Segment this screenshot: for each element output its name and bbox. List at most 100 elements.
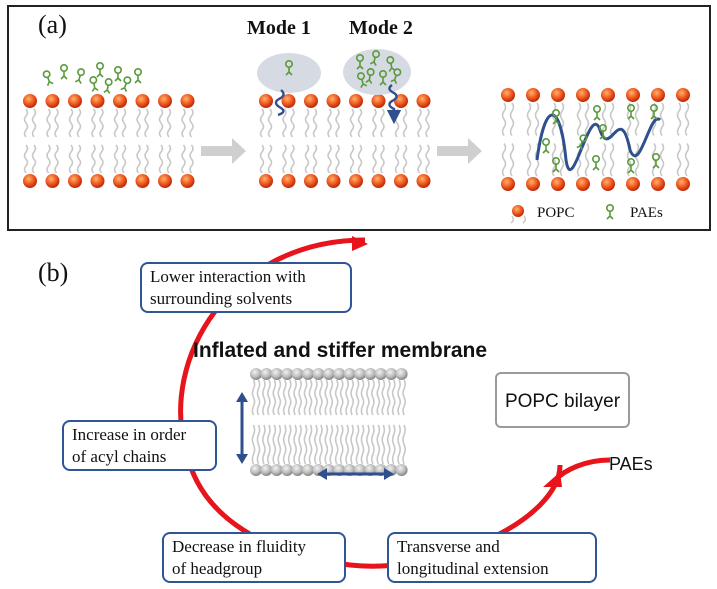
lipid-tail [136, 144, 141, 174]
lipid-tail [259, 108, 265, 138]
lipid-tail [293, 424, 297, 465]
lipid-tail [372, 144, 377, 174]
lipid-tail [355, 424, 360, 465]
lipid-tail [76, 108, 82, 138]
lipid-tail [339, 424, 344, 465]
lipid-tail [256, 424, 261, 465]
box-transverse-extension-line2: longitudinal extension [397, 559, 549, 578]
lipid-tail [601, 102, 607, 136]
pae-molecule [390, 68, 402, 84]
gray-headgroup [291, 464, 304, 476]
pae-chain [627, 165, 635, 174]
popc-headgroup [601, 88, 615, 102]
lipid-tail [509, 102, 515, 136]
lipid-tail [601, 143, 607, 177]
lipid-tail [31, 108, 37, 138]
pae-molecule [551, 157, 561, 173]
lipid-tail [394, 108, 400, 138]
lipid-tail [324, 424, 329, 465]
gray-headgroup [302, 368, 314, 380]
pae-chain [134, 75, 142, 84]
popc-headgroup [113, 94, 127, 108]
box-decrease-fluidity-line2: of headgroup [172, 559, 263, 578]
box-lower-interaction-line1: Lower interaction with [150, 267, 306, 286]
gray-headgroup [374, 368, 387, 380]
lipid-tail [308, 379, 313, 416]
popc-headgroup [326, 174, 341, 188]
lipid-tail [144, 108, 149, 138]
pae-chain [552, 116, 560, 125]
lipid-tail [659, 102, 665, 136]
pae-ring [133, 68, 143, 77]
pae-ring [541, 138, 551, 147]
lipid-tail [345, 379, 349, 416]
popc-headgroup [501, 88, 515, 102]
lipid-tail [417, 144, 422, 174]
pae-molecule [378, 70, 388, 86]
lipid-tail [397, 379, 401, 416]
lipid-tail [584, 143, 590, 177]
lipid-tail [634, 102, 640, 136]
popc-headgroup [304, 94, 318, 108]
lipid-tail [684, 143, 690, 177]
pae-chain [91, 82, 99, 92]
lipid-tail [308, 424, 313, 465]
lipid-tail [334, 424, 339, 465]
pae-chain [356, 61, 364, 70]
pae-chain [120, 82, 128, 92]
popc-headgroup [259, 94, 273, 108]
lipid-tail [576, 102, 582, 136]
popc-headgroup [90, 94, 105, 108]
pae-chain [606, 211, 614, 220]
lipid-tail [609, 143, 615, 177]
pae-molecule [95, 62, 105, 78]
popc-headgroup [281, 174, 296, 188]
membrane-title: Inflated and stiffer membrane [193, 339, 488, 362]
pae-chain [652, 160, 660, 169]
lipid-tail [54, 108, 59, 138]
lipid-tail [391, 424, 396, 465]
horizontal-arrowhead-right [384, 468, 394, 480]
box-decrease-fluidity-line1: Decrease in fluidity [172, 537, 307, 556]
lipid-tail [262, 379, 266, 416]
popc-headgroup [158, 174, 172, 188]
box-lower-interaction: Lower interaction with surrounding solve… [140, 262, 352, 313]
popc-headgroup [135, 174, 150, 188]
panel-b-label: (b) [38, 258, 69, 287]
lipid-tail [380, 108, 385, 138]
lipid-tail [298, 379, 302, 416]
panel-a-label: (a) [38, 10, 67, 39]
pae-chain [542, 145, 550, 154]
lipid-tail [181, 108, 186, 138]
popc-bilayer-box: POPC bilayer [495, 372, 630, 428]
lipid-tail [256, 379, 261, 416]
lipid-tail [651, 102, 657, 136]
lipid-tail [290, 144, 295, 174]
lipid-tail [659, 143, 665, 177]
lipid-tail [121, 108, 127, 138]
lipid-tail [526, 143, 532, 177]
popc-headgroup [281, 94, 296, 108]
gray-headgroup [322, 368, 335, 380]
lipid-tail [251, 424, 256, 465]
popc-headgroup [601, 177, 615, 191]
panel-a-frame [7, 5, 711, 231]
pae-chain [365, 74, 373, 84]
pae-chain [60, 71, 68, 80]
lipid-tail [386, 424, 391, 465]
lipid-tail [54, 144, 59, 174]
lipid-tail [189, 108, 194, 138]
pae-molecule [598, 124, 608, 140]
lipid-tail [251, 379, 256, 416]
lipid-tail [371, 379, 375, 416]
lipid-tail [277, 424, 282, 465]
lipid-tail [397, 424, 401, 465]
popc-headgroup [551, 88, 565, 102]
pae-chain [46, 76, 54, 86]
popc-headgroup [651, 88, 665, 102]
lipid-tail [272, 424, 277, 465]
pae-chain [593, 112, 601, 121]
box-transverse-extension-line1: Transverse and [397, 537, 500, 556]
gray-headgroup [302, 464, 314, 476]
